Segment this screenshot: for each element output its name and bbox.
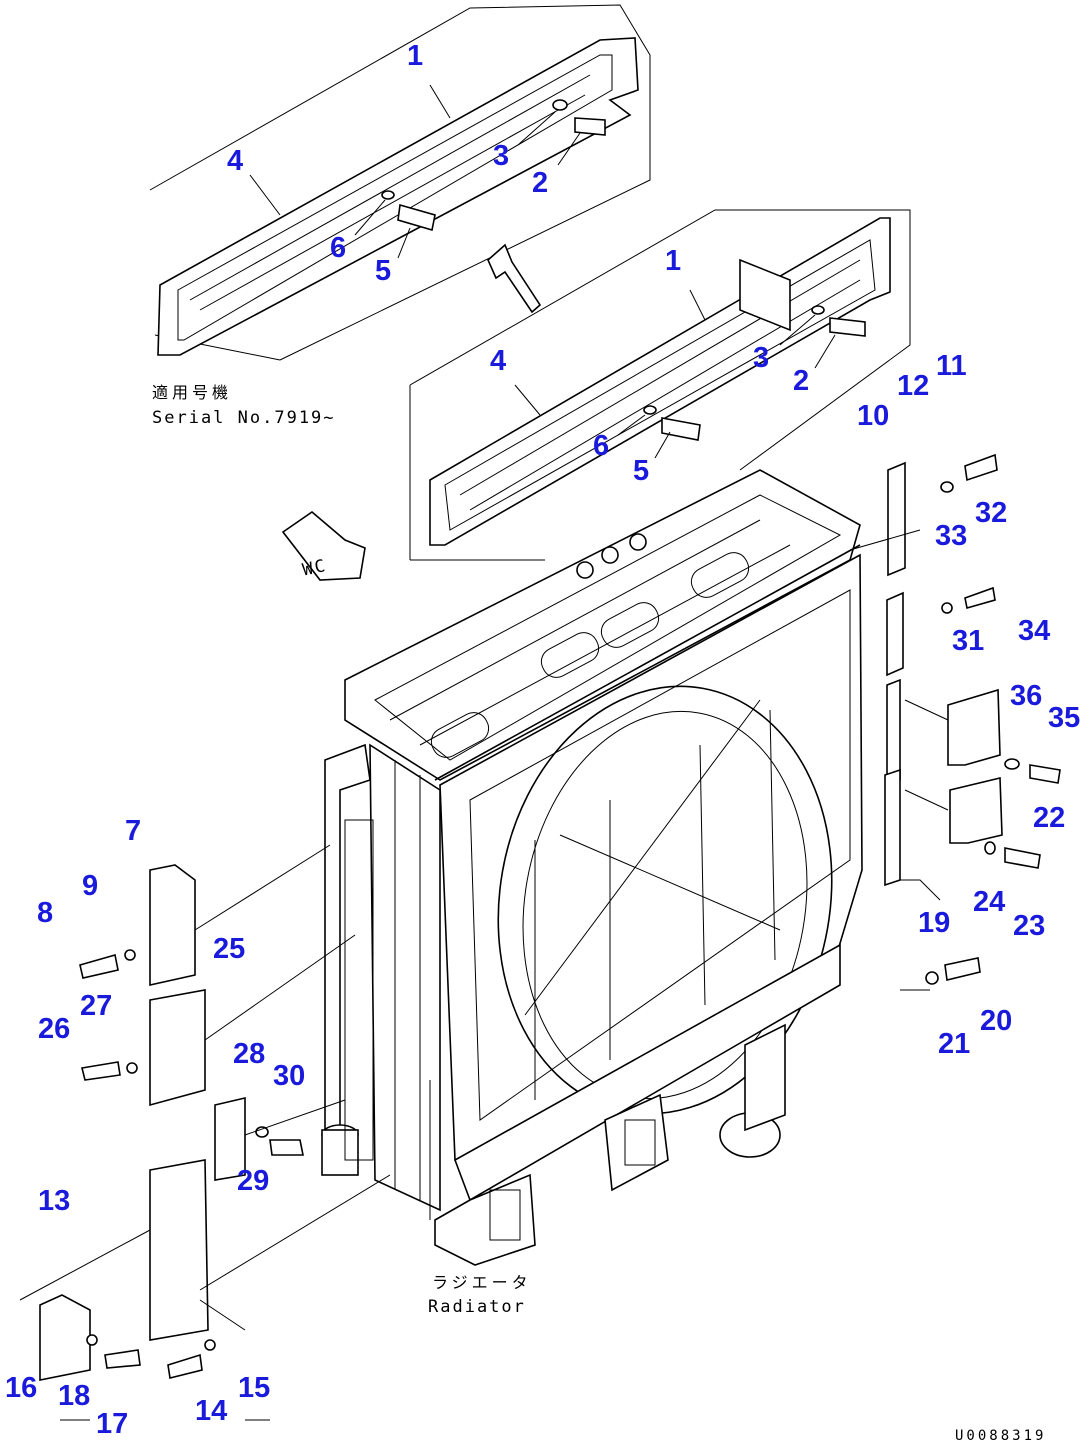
callout-31: 31 <box>952 625 984 657</box>
callout-29: 29 <box>237 1165 269 1197</box>
wc-tag-text: WC <box>301 556 329 581</box>
callout-36: 36 <box>1010 680 1042 712</box>
callout-33: 33 <box>935 520 967 552</box>
callout-34: 34 <box>1018 615 1050 647</box>
callout-21: 21 <box>938 1028 970 1060</box>
callout-17: 17 <box>96 1408 128 1440</box>
cover-inset-frame <box>409 209 911 561</box>
callout-12: 12 <box>897 370 929 402</box>
callout-1-upper: 1 <box>407 40 423 72</box>
part-callouts: 1 4 3 2 6 5 1 4 3 2 6 5 11 12 10 32 33 3… <box>5 40 1080 1440</box>
callout-1-lower: 1 <box>665 245 681 277</box>
callout-9: 9 <box>82 870 98 902</box>
callout-3-upper: 3 <box>493 140 509 172</box>
callout-26: 26 <box>38 1013 70 1045</box>
serial-label-jp: 適用号機 <box>152 383 232 402</box>
callout-19: 19 <box>918 907 950 939</box>
radiator-label-jp: ラジエータ <box>432 1273 532 1292</box>
drawing-code: U0088319 <box>955 1428 1046 1444</box>
callout-25: 25 <box>213 933 245 965</box>
radiator-assembly <box>321 469 863 1266</box>
callout-4-lower: 4 <box>490 345 506 377</box>
callout-22: 22 <box>1033 802 1065 834</box>
callout-3-lower: 3 <box>753 342 769 374</box>
callout-24: 24 <box>973 886 1005 918</box>
radiator-label-en: Radiator <box>428 1297 526 1317</box>
callout-leaders <box>249 84 836 459</box>
callout-27: 27 <box>80 990 112 1022</box>
callout-2-lower: 2 <box>793 365 809 397</box>
callout-8: 8 <box>37 897 53 929</box>
callout-16: 16 <box>5 1372 37 1404</box>
direction-arrow <box>487 243 542 314</box>
serial-inset-frame <box>149 4 651 361</box>
wc-tag: WC <box>281 510 366 581</box>
callout-10: 10 <box>857 400 889 432</box>
callout-7: 7 <box>125 815 141 847</box>
callout-13: 13 <box>38 1185 70 1217</box>
callout-30: 30 <box>273 1060 305 1092</box>
callout-32: 32 <box>975 497 1007 529</box>
left-side-brackets <box>19 844 391 1421</box>
callout-15: 15 <box>238 1372 270 1404</box>
serial-label-en: Serial No.7919~ <box>152 408 336 428</box>
callout-6-upper: 6 <box>330 232 346 264</box>
callout-20: 20 <box>980 1005 1012 1037</box>
callout-28: 28 <box>233 1038 265 1070</box>
callout-5-lower: 5 <box>633 455 649 487</box>
callout-4-upper: 4 <box>227 145 243 177</box>
callout-23: 23 <box>1013 910 1045 942</box>
callout-2-upper: 2 <box>532 167 548 199</box>
callout-5-upper: 5 <box>375 255 391 287</box>
right-side-brackets <box>849 453 1061 991</box>
callout-35: 35 <box>1048 702 1080 734</box>
callout-11: 11 <box>936 350 967 382</box>
callout-18: 18 <box>58 1380 90 1412</box>
callout-14: 14 <box>195 1395 227 1427</box>
callout-6-lower: 6 <box>593 430 609 462</box>
